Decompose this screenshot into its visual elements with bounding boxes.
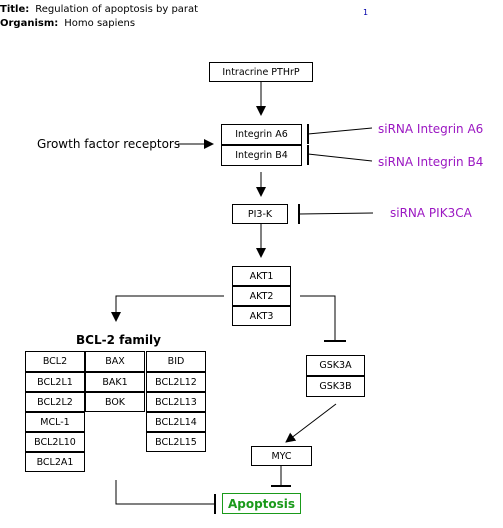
node-mcl1[interactable]: MCL-1: [25, 412, 85, 432]
organism-label: Organism:: [0, 18, 59, 29]
title-value: Regulation of apoptosis by parat: [35, 4, 199, 15]
edge-akt-gsk3: [300, 295, 336, 341]
node-bcl2l2[interactable]: BCL2L2: [25, 392, 85, 412]
edge-gsk3-myc: [285, 403, 337, 443]
label-sirna-pik3ca[interactable]: siRNA PIK3CA: [390, 206, 472, 220]
node-bak1[interactable]: BAK1: [85, 372, 145, 392]
bcl2-family-title: BCL-2 family: [76, 333, 161, 347]
node-bax[interactable]: BAX: [85, 351, 145, 372]
node-akt3[interactable]: AKT3: [232, 306, 291, 326]
node-akt2[interactable]: AKT2: [232, 286, 291, 306]
edge-sirna-pik3ca: [298, 212, 374, 215]
node-myc[interactable]: MYC: [251, 446, 312, 466]
node-bok[interactable]: BOK: [85, 392, 145, 412]
node-gsk3b[interactable]: GSK3B: [306, 376, 365, 397]
title-label: Title:: [0, 4, 30, 15]
label-growth-factor-receptors[interactable]: Growth factor receptors: [37, 137, 181, 151]
label-sirna-integrin-b4[interactable]: siRNA Integrin B4: [378, 155, 484, 169]
edge-bcl2-apoptosis: [115, 480, 214, 505]
node-bcl2[interactable]: BCL2: [25, 351, 85, 372]
page-number[interactable]: 1: [363, 8, 369, 17]
node-integrin-b4[interactable]: Integrin B4: [221, 145, 302, 166]
edge-akt-bcl2: [111, 295, 224, 322]
organism-value: Homo sapiens: [64, 18, 136, 29]
node-apoptosis[interactable]: Apoptosis: [222, 493, 301, 514]
node-bcl2l12[interactable]: BCL2L12: [146, 372, 206, 392]
organism-row: Organism: Homo sapiens: [0, 18, 135, 30]
node-intracrine-pthrp[interactable]: Intracrine PTHrP: [209, 62, 313, 82]
node-bcl2l13[interactable]: BCL2L13: [146, 392, 206, 412]
title-row: Title: Regulation of apoptosis by parat: [0, 4, 198, 16]
node-bcl2l15[interactable]: BCL2L15: [146, 432, 206, 452]
node-akt1[interactable]: AKT1: [232, 266, 291, 286]
node-bcl2l14[interactable]: BCL2L14: [146, 412, 206, 432]
node-bcl2l1[interactable]: BCL2L1: [25, 372, 85, 392]
label-sirna-integrin-a6[interactable]: siRNA Integrin A6: [378, 122, 484, 136]
node-integrin-a6[interactable]: Integrin A6: [221, 124, 302, 145]
node-pi3k[interactable]: PI3-K: [232, 204, 288, 224]
edge-sirna-a6: [307, 127, 373, 135]
node-bid[interactable]: BID: [146, 351, 206, 372]
node-gsk3a[interactable]: GSK3A: [306, 355, 365, 376]
node-bcl2l10[interactable]: BCL2L10: [25, 432, 85, 452]
node-bcl2a1[interactable]: BCL2A1: [25, 452, 85, 472]
edge-sirna-b4: [307, 153, 373, 162]
